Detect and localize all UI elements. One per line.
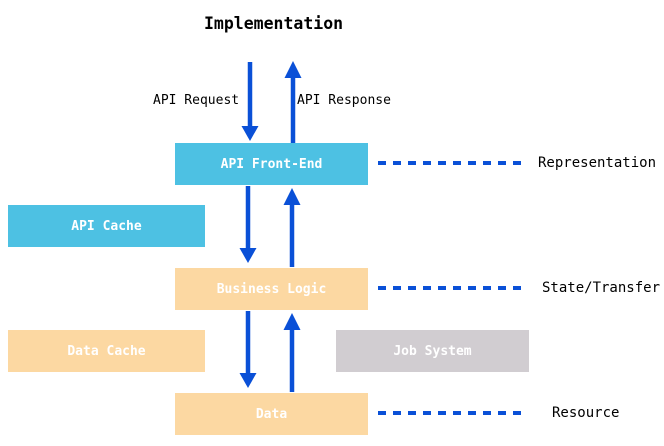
representation-label: Representation [538, 155, 657, 171]
api-response-label: API Response [297, 93, 391, 108]
down-arrow-icon [241, 62, 259, 141]
up-arrow-icon [284, 61, 302, 143]
data-box: Data [175, 393, 368, 435]
state-transfer-label: State/Transfer [542, 280, 661, 296]
up-arrow-icon [283, 188, 301, 267]
job-system-box: Job System [336, 330, 529, 372]
diagram-title: Implementation [204, 14, 344, 33]
data-cache-box: Data Cache [8, 330, 205, 372]
resource-label: Resource [552, 405, 620, 421]
api-request-label: API Request [153, 93, 240, 108]
down-arrow-icon [239, 311, 257, 388]
api-front-end-label: API Front-End [220, 156, 323, 172]
data-label: Data [255, 406, 288, 422]
job-system-label: Job System [393, 343, 472, 359]
data-cache-label: Data Cache [67, 343, 146, 359]
up-arrow-icon [283, 313, 301, 392]
api-cache-box: API Cache [8, 205, 205, 247]
business-logic-label: Business Logic [216, 281, 327, 297]
api-cache-label: API Cache [71, 218, 142, 234]
business-logic-box: Business Logic [175, 268, 368, 310]
down-arrow-icon [239, 186, 257, 263]
api-front-end-box: API Front-End [175, 143, 368, 185]
